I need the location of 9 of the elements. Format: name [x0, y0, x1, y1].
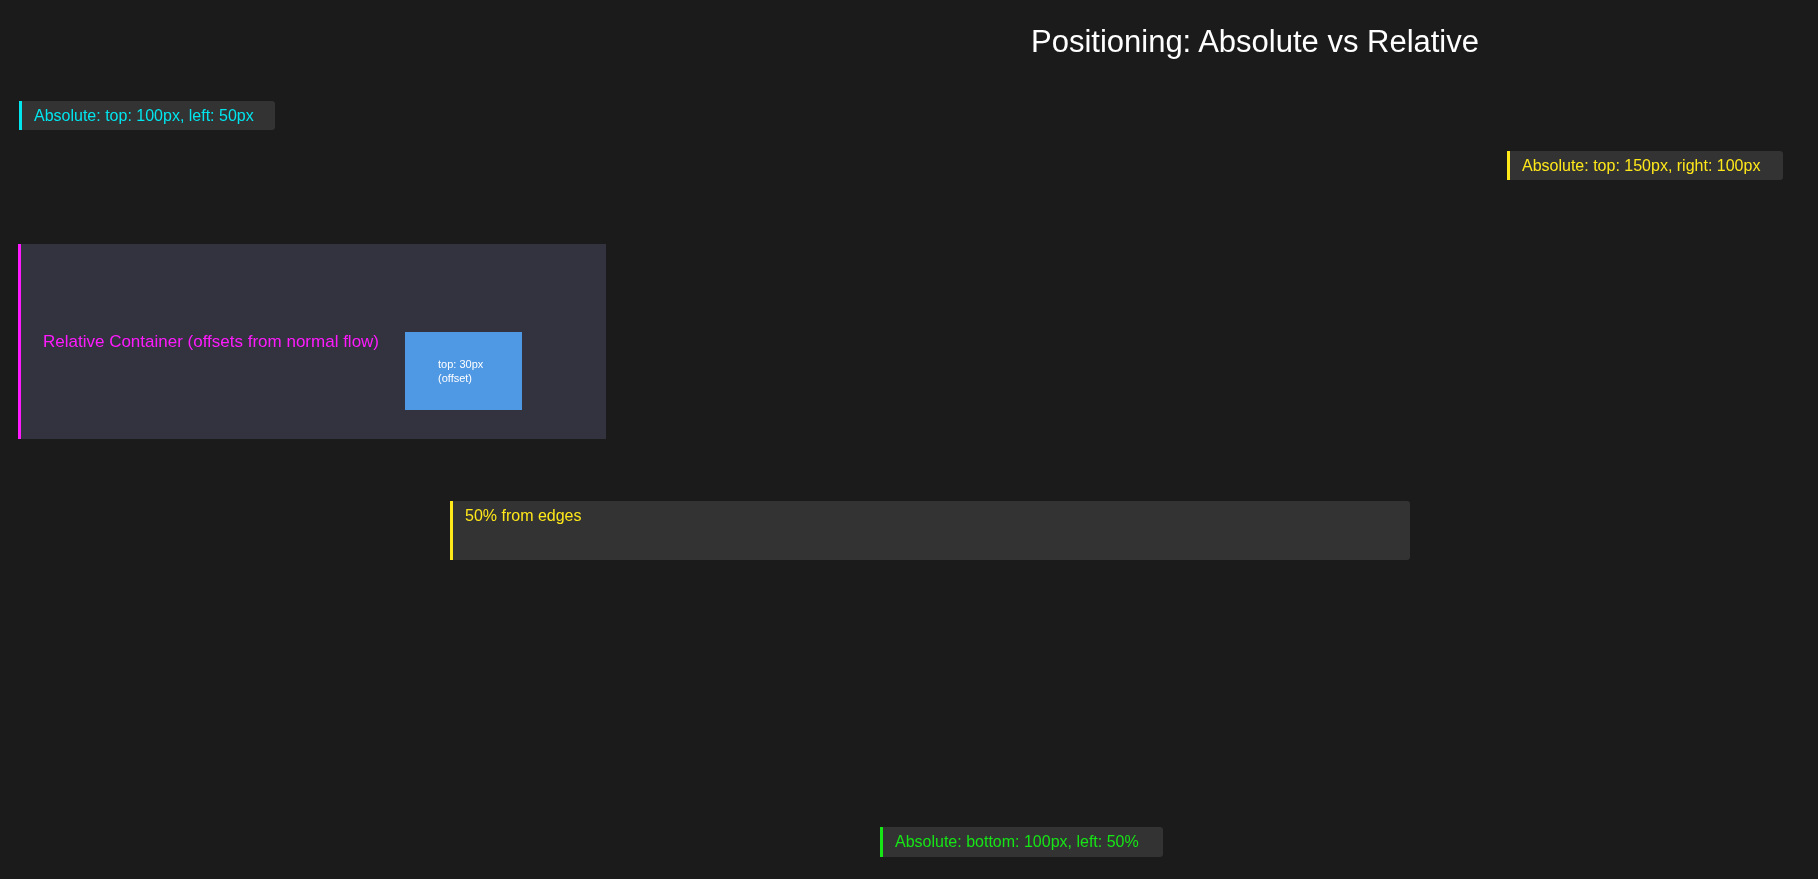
relative-container [18, 244, 606, 439]
position-label: Absolute: bottom: 100px, left: 50% [880, 827, 1163, 857]
panel-label: 50% from edges [465, 507, 582, 525]
diagram-title: Positioning: Absolute vs Relative [1029, 24, 1480, 60]
container-heading: Relative Container (offsets from normal flow) [43, 332, 380, 352]
offset-block: top: 30px (offset) [405, 332, 522, 410]
position-label: Absolute: top: 150px, right: 100px [1507, 151, 1783, 180]
centered-panel [450, 501, 1410, 560]
position-label: Absolute: top: 100px, left: 50px [19, 101, 275, 130]
